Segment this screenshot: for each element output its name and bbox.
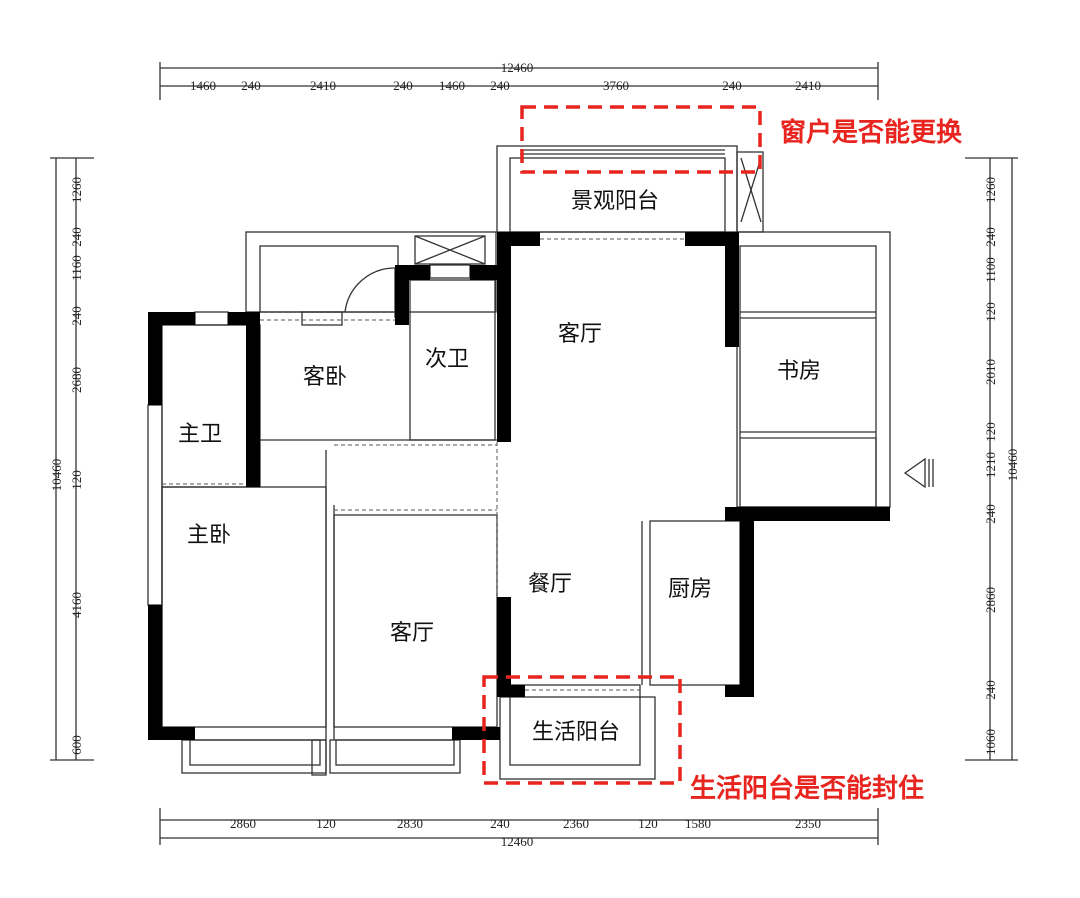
dim-right: 240: [983, 227, 998, 247]
dim-bottom: 120: [638, 816, 658, 831]
entrance-arrow-icon: [903, 457, 934, 489]
window-question-note: 窗户是否能更换: [780, 117, 963, 148]
dim-top: 1460: [190, 78, 216, 93]
dimension-lines: [50, 62, 1018, 845]
balcony-question-note: 生活阳台是否能封住: [690, 773, 924, 804]
room-kitchen: 厨房: [668, 577, 712, 602]
dim-bottom: 120: [316, 816, 336, 831]
dim-right: 240: [983, 680, 998, 700]
top-dimensions: 12460 1460 240 2410 240 1460 240 3760 24…: [190, 60, 821, 93]
room-dining-room: 餐厅: [528, 572, 572, 597]
dim-top: 240: [722, 78, 742, 93]
dim-left: 240: [69, 306, 84, 326]
dim-bottom: 1580: [685, 816, 711, 831]
dim-right: 1100: [983, 257, 998, 283]
room-second-bath: 次卫: [425, 347, 469, 372]
dim-right: 2010: [983, 359, 998, 385]
room-scenic-balcony: 景观阳台: [571, 189, 659, 214]
right-dimensions: 10460 1260 240 1100 120 2010 120 1210 24…: [983, 177, 1020, 755]
dim-left: 120: [69, 470, 84, 490]
dim-right: 1260: [983, 177, 998, 203]
dim-bottom-total: 12460: [501, 834, 534, 849]
dim-top: 3760: [603, 78, 629, 93]
room-master-bedroom: 主卧: [187, 523, 231, 548]
dim-right: 120: [983, 302, 998, 322]
dim-top: 2410: [795, 78, 821, 93]
dim-top: 240: [241, 78, 261, 93]
dim-left: 4160: [69, 592, 84, 618]
dim-right: 2860: [983, 587, 998, 613]
dim-top: 1460: [439, 78, 465, 93]
dim-bottom: 2360: [563, 816, 589, 831]
dim-bottom: 240: [490, 816, 510, 831]
bottom-dimensions: 2860 120 2830 240 2360 120 1580 2350 124…: [230, 816, 821, 849]
dim-left: 600: [69, 735, 84, 755]
dim-left: 2680: [69, 367, 84, 393]
dim-left: 240: [69, 227, 84, 247]
load-bearing-walls: [148, 232, 890, 740]
room-utility-balcony: 生活阳台: [532, 720, 620, 745]
room-living-room-top: 客厅: [558, 322, 602, 347]
dim-top: 2410: [310, 78, 336, 93]
dim-right: 240: [983, 504, 998, 524]
dim-left: 1160: [69, 255, 84, 281]
dim-bottom: 2860: [230, 816, 256, 831]
left-dimensions: 10460 1260 240 1160 240 2680 120 4160 60…: [49, 177, 84, 755]
dim-top: 240: [490, 78, 510, 93]
window-highlight-box: [520, 105, 762, 174]
dim-top-total: 12460: [501, 60, 534, 75]
dim-bottom: 2350: [795, 816, 821, 831]
room-living-room-bottom: 客厅: [390, 621, 434, 646]
dim-right: 1060: [983, 729, 998, 755]
dim-top: 240: [393, 78, 413, 93]
dim-right: 1210: [983, 452, 998, 478]
dim-right: 120: [983, 422, 998, 442]
dim-bottom: 2830: [397, 816, 423, 831]
dim-right-total: 10460: [1005, 449, 1020, 482]
dim-left: 1260: [69, 177, 84, 203]
room-guest-bedroom: 客卧: [303, 365, 347, 390]
thin-walls: [147, 145, 891, 780]
room-study: 书房: [777, 359, 821, 384]
dim-left-total: 10460: [49, 459, 64, 492]
openings: [162, 238, 685, 691]
balcony-highlight-box: [482, 675, 682, 785]
room-master-bath: 主卫: [178, 422, 222, 447]
